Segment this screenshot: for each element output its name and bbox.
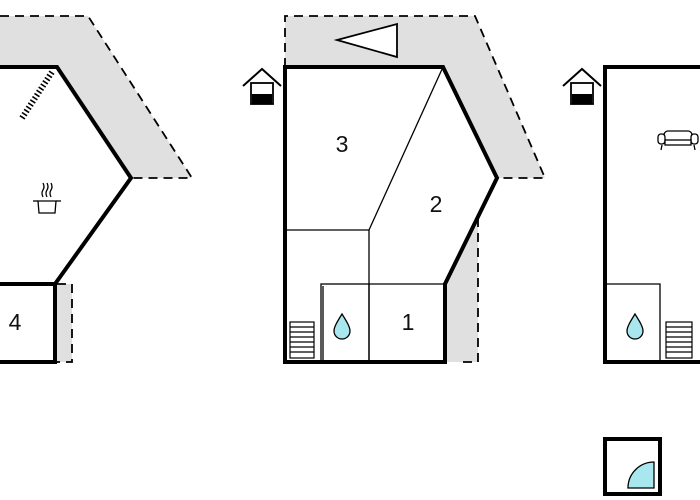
- terrace-outline-left-bottom: [57, 283, 73, 363]
- sofa-icon: [657, 130, 699, 151]
- bathroom-right: [607, 283, 661, 362]
- floor-middle: 3 2 1: [242, 15, 547, 364]
- direction-triangle-icon: [333, 22, 398, 59]
- wall-left-outer: [0, 65, 134, 364]
- entrance-house-icon: [242, 67, 282, 105]
- kitchen-pot-icon: [33, 182, 61, 214]
- wall-room-3-2-diagonal: [368, 66, 444, 231]
- room-label-3: 3: [336, 131, 349, 157]
- stairs-icon: [19, 70, 55, 120]
- floor-right: [562, 65, 700, 496]
- room-label-1: 1: [402, 309, 415, 335]
- terrace-outline-middle-top: [284, 15, 547, 179]
- room-label-2: 2: [430, 191, 443, 217]
- shower-drop-icon: [333, 312, 351, 340]
- stairs-icon: [665, 321, 693, 359]
- wall-right-outer: [603, 65, 700, 364]
- terrace-outline-left-top: [0, 15, 194, 179]
- terrace-middle-top: [285, 16, 545, 178]
- terrace-left-bottom: [55, 284, 72, 362]
- shower-icon: [603, 437, 662, 496]
- terrace-outline-middle-right: [458, 218, 479, 363]
- terrace-middle-right: [445, 218, 478, 362]
- terrace-left-top: [0, 16, 192, 178]
- room-label-4: 4: [9, 309, 22, 335]
- shower-drop-icon: [626, 312, 644, 340]
- bathroom-middle: [320, 283, 370, 363]
- stairs-icon: [289, 321, 315, 359]
- floor-left: 4: [0, 15, 194, 364]
- entrance-house-icon: [562, 67, 602, 105]
